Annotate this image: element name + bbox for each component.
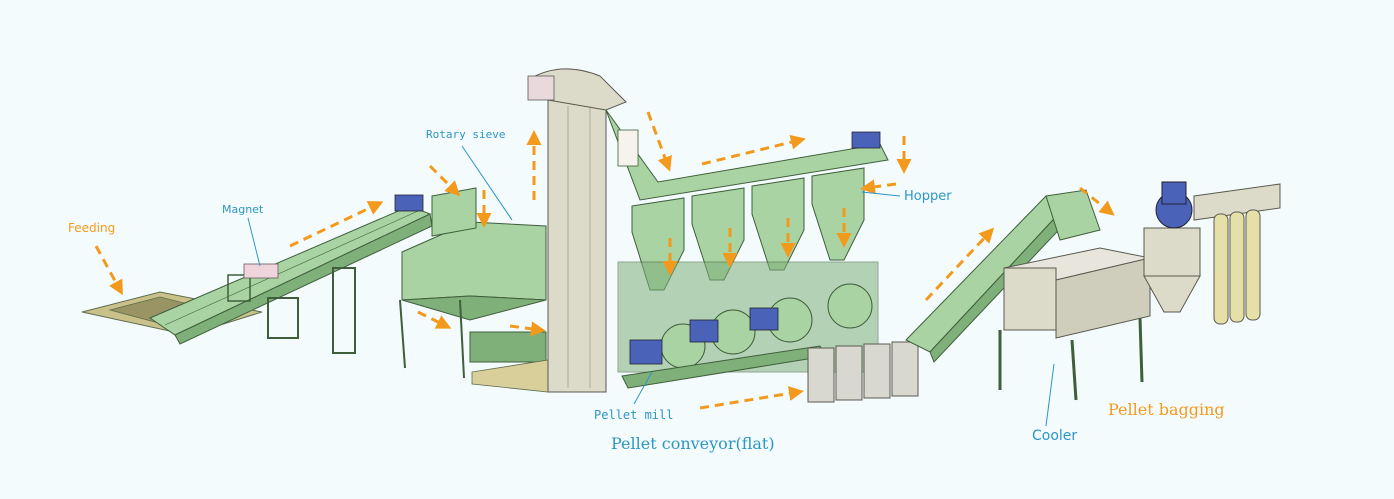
- flow-arrow: [94, 245, 123, 296]
- label-pellet-conveyor: Pellet conveyor(flat): [611, 434, 775, 453]
- leader-lines: [247, 145, 1055, 427]
- leader-line-magnet: [247, 217, 261, 267]
- label-hopper: Hopper: [904, 189, 952, 204]
- bucket-elevator: [527, 68, 627, 393]
- bagging-system: [1143, 181, 1281, 325]
- flow-arrow: [509, 321, 546, 337]
- dust-collector-boxes: [807, 341, 919, 403]
- flow-arrow: [699, 386, 804, 410]
- distribution-conveyor: [605, 109, 889, 201]
- cooler: [998, 247, 1151, 401]
- label-magnet: Magnet: [222, 203, 264, 216]
- leader-line-hopper: [861, 191, 901, 197]
- leader-line-cooler: [1045, 363, 1055, 427]
- flow-arrow: [417, 310, 452, 329]
- flow-arrow: [701, 134, 806, 166]
- label-pellet-mill: Pellet mill: [594, 408, 674, 422]
- label-rotary-sieve: Rotary sieve: [426, 128, 506, 141]
- leader-line-rotary-sieve: [461, 145, 513, 221]
- flow-arrow: [860, 179, 897, 195]
- feed-conveyor: [148, 194, 433, 354]
- label-pellet-bagging: Pellet bagging: [1108, 400, 1225, 419]
- pellet-mills: [617, 261, 879, 373]
- flow-arrow: [428, 164, 461, 197]
- rotary-sieve: [399, 187, 549, 393]
- flow-arrows: [94, 111, 1115, 410]
- leader-line-pellet-mill: [633, 371, 653, 405]
- flow-arrow: [1079, 186, 1115, 216]
- flow-arrow: [289, 201, 384, 248]
- label-cooler: Cooler: [1032, 428, 1078, 444]
- label-feeding: Feeding: [68, 221, 116, 235]
- magnet-unit: [243, 263, 279, 279]
- cooler-feed-conveyor: [905, 189, 1101, 363]
- flow-arrow: [646, 111, 672, 172]
- flow-arrow: [924, 227, 995, 302]
